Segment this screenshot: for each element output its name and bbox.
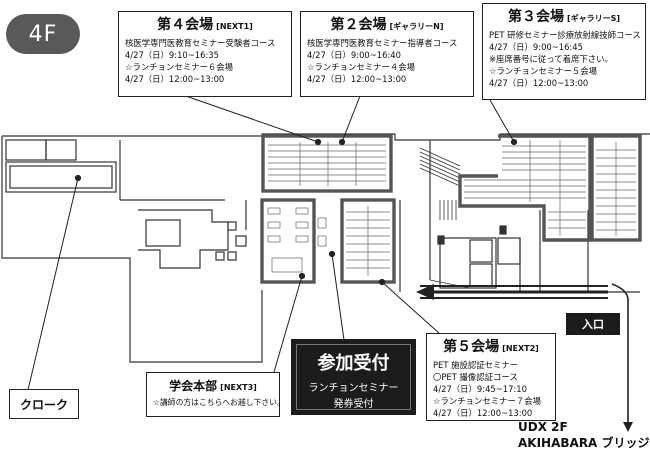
venue-3-name: 第３会場 [507,9,564,25]
venue-2-heading: 第２会場[ギャラリーN] [307,16,467,36]
seat-pattern [267,140,636,276]
seats-venue-3 [464,140,586,236]
venue-4-line: 4/27（日）12:00~13:00 [125,73,225,84]
bridge-line-2: AKIHABARA ブリッジ [518,435,650,450]
venue-3-line: ※座席番号に従って着席下さい。 [489,53,613,64]
venue-3-line: 4/27（日）9:00~16:45 [489,41,583,52]
headquarters-info: 学会本部[NEXT3] ☆講師の方はこちらへお越し下さい。 [146,372,285,417]
reception-line-1: ランチョンセミナー [308,383,399,394]
room-venue-3 [458,134,592,242]
venue-2-name: 第２会場 [330,17,387,33]
reception-title: 参加受付 [317,353,390,374]
seats-venue-4 [268,142,386,186]
room-venue-4 [261,134,393,193]
venue-4-heading: 第４会場[NEXT1] [125,16,285,36]
building-outline [1,133,650,363]
venue-4-line: ☆ランチョンセミナー６会場 [125,61,234,72]
seats-venue-5 [596,142,636,236]
venue-3-line: PET 研修セミナー診療放射線技師コース [489,29,641,40]
venue-5-line: 〇PET 撮像認証コース [433,371,518,382]
hq-note: ☆講師の方はこちらへお越し下さい。 [153,398,285,408]
venue-4-name: 第４会場 [157,17,214,33]
staircase [419,147,471,289]
venue-2-line: ☆ランチョンセミナー４会場 [307,61,416,72]
venue-5-room: [NEXT2] [502,344,539,353]
venue-2-line: 核医学専門医教育セミナー指導者コース [307,37,458,48]
room-venue-5 [590,134,642,242]
venue-5-line: PET 施設認証セミナー [433,359,519,370]
pointer-lines [27,93,518,391]
venue-5-info: 第５会場[NEXT2] PET 施設認証セミナー 〇PET 撮像認証コース 4/… [426,333,556,421]
reception-line-2: 発券受付 [333,399,374,410]
venue-5-line: 4/27（日）12:00~13:00 [433,407,533,418]
cloakroom-label: クローク [9,389,79,419]
venue-rooms [260,134,642,284]
venue-3-line: ☆ランチョンセミナー５会場 [489,65,598,76]
bridge-line-1: UDX 2F [518,420,568,434]
hq-name: 学会本部 [169,379,218,393]
venue-2-info: 第２会場[ギャラリーN] 核医学専門医教育セミナー指導者コース 4/27（日）9… [300,11,474,97]
seats-venue-2 [346,206,390,276]
venue-2-line: 4/27（日）9:00~16:40 [307,49,401,60]
venue-4-info: 第４会場[NEXT1] 核医学専門医教育セミナー受験者コース 4/27（日）9:… [118,11,292,97]
venue-2-line: 4/27（日）12:00~13:00 [307,73,407,84]
hq-room: [NEXT3] [220,383,257,392]
bridge-label: UDX 2F AKIHABARA ブリッジ [518,420,650,451]
venue-4-room: [NEXT1] [216,22,253,31]
venue-5-heading: 第５会場[NEXT2] [433,338,549,358]
arrow-down-icon [623,422,633,432]
cloakroom-text: クローク [19,397,68,412]
room-venue-2 [340,198,396,284]
venue-3-line: 4/27（日）12:00~13:00 [489,77,589,88]
venue-5-line: 4/27（日）9:45~17:10 [433,383,527,394]
venue-3-heading: 第３会場[ギャラリーS] [489,8,639,28]
entrance-label: 入口 [566,313,620,335]
entrance-path [416,283,633,432]
tables-hq [267,207,327,273]
room-hq [260,198,316,284]
venue-5-name: 第５会場 [443,339,500,355]
arrow-left-icon [416,284,434,300]
venue-4-line: 核医学専門医教育セミナー受験者コース [125,37,276,48]
venue-5-line: ☆ランチョンセミナー７会場 [433,395,542,406]
hq-heading: 学会本部[NEXT3] [153,378,273,395]
venue-3-info: 第３会場[ギャラリーS] PET 研修セミナー診療放射線技師コース 4/27（日… [482,3,646,100]
floor-badge: 4F [6,14,80,54]
venue-3-room: [ギャラリーS] [566,14,621,23]
reception-label: 参加受付 ランチョンセミナー 発券受付 [291,339,416,415]
venue-4-line: 4/27（日）9:10~16:35 [125,49,219,60]
venue-2-room: [ギャラリーN] [389,22,444,31]
